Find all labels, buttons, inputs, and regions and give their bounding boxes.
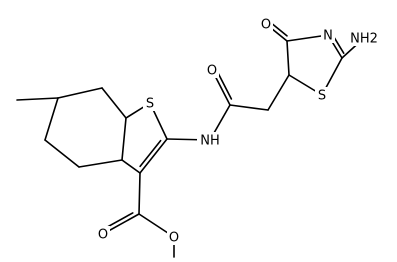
bond-c_ester-O_ester_carbonyl-double xyxy=(104,212,134,229)
atom-label-n-ring: N xyxy=(323,29,333,44)
bond-c4-c3a xyxy=(78,159,123,168)
bond-c3-c_ester xyxy=(138,172,141,215)
atom-label-nh2: NH2 xyxy=(350,32,378,47)
bond-c5-c4 xyxy=(44,139,80,168)
atom-bg-o-ketone xyxy=(259,16,273,32)
atom-label-o-ester-carbonyl: O xyxy=(98,228,108,243)
bond-c7-c6 xyxy=(57,87,103,99)
bond-methyl-c6 xyxy=(16,97,59,101)
atom-label-o-ester: O xyxy=(169,231,179,246)
atom-bg-s-thiophene xyxy=(143,95,157,111)
atom-bg-nh2 xyxy=(347,30,381,46)
atom-label-o-ketone: O xyxy=(261,18,271,33)
atom-bg-n-ring xyxy=(321,27,335,43)
atom-label-o-amide: O xyxy=(207,64,217,79)
atom-bg-nh xyxy=(197,132,223,148)
bond-c3a-c7a xyxy=(121,117,127,161)
bond-c4t-O_ketone-double xyxy=(270,22,288,37)
atom-bg-s-thiazole xyxy=(315,87,329,103)
atom-bg-o-ester xyxy=(167,229,181,245)
atom-bg-o-amide xyxy=(205,62,219,78)
bond-c2-c3 xyxy=(139,138,168,174)
bonds xyxy=(16,22,365,258)
bond-c3-c3a xyxy=(121,159,141,174)
bond-c4t-c5t xyxy=(286,40,290,76)
bond-c7a-c7 xyxy=(101,87,127,119)
atom-label-nh: NH xyxy=(200,134,220,149)
atom-label-s-thiophene: S xyxy=(146,97,154,112)
bond-c_amide-ch2 xyxy=(229,104,269,111)
atom-bg-o-ester-carbonyl xyxy=(96,226,110,242)
atom-label-s-thiazole: S xyxy=(318,89,326,104)
bond-c2-c3-double xyxy=(139,139,162,168)
bond-ch2-c5t xyxy=(267,74,290,111)
bond-c6-c5 xyxy=(44,97,59,141)
bond-c_amide-O_amide-double xyxy=(216,71,233,100)
